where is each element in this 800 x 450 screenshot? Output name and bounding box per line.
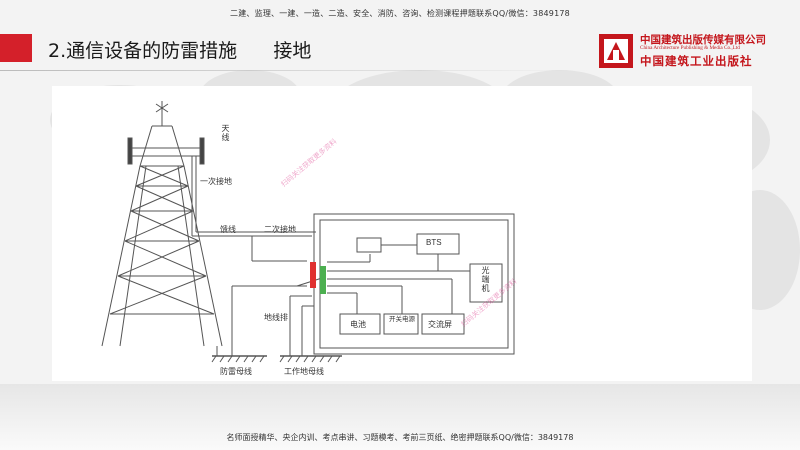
ground-bar-green bbox=[320, 266, 326, 294]
publisher-logo-icon bbox=[599, 34, 633, 68]
publisher-name-en: China Architecture Publishing & Media Co… bbox=[640, 45, 740, 51]
floor-gradient bbox=[0, 384, 800, 450]
title-accent-bar bbox=[0, 34, 32, 62]
bottom-banner: 名师面授精华、央企内训、考点串讲、习题模考、考前三页纸、绝密押题联系QQ/微信：… bbox=[226, 433, 574, 442]
title-divider bbox=[0, 70, 590, 71]
label-bts: BTS bbox=[426, 238, 442, 247]
label-battery: 电池 bbox=[350, 320, 366, 329]
label-switch-power: 开关电源 bbox=[389, 315, 415, 323]
label-lightning-busbar: 防雷母线 bbox=[220, 367, 252, 376]
publisher-name-cn: 中国建筑出版传媒有限公司 bbox=[640, 34, 766, 46]
publisher-imprint-cn: 中国建筑工业出版社 bbox=[640, 54, 753, 68]
label-secondary-ground: 二次接地 bbox=[264, 225, 296, 234]
ground-bar-red bbox=[310, 262, 316, 288]
label-antenna: 天线 bbox=[221, 124, 230, 142]
label-optical-terminal: 光端机 bbox=[481, 266, 490, 293]
grounding-diagram: 天线 一次接地 馈线 二次接地 BTS 光端机 地线排 电池 开关电源 交流屏 … bbox=[52, 86, 752, 381]
label-primary-ground: 一次接地 bbox=[200, 177, 232, 186]
diagram-drawing bbox=[101, 101, 515, 363]
label-working-ground-busbar: 工作地母线 bbox=[284, 367, 324, 376]
label-ground-bar: 地线排 bbox=[264, 313, 288, 322]
top-banner: 二建、监理、一建、一造、二造、安全、消防、咨询、检测课程押题联系QQ/微信：38… bbox=[230, 9, 570, 18]
label-ac-panel: 交流屏 bbox=[428, 320, 452, 329]
label-feeder: 馈线 bbox=[220, 225, 236, 234]
slide-title: 2.通信设备的防雷措施 接地 bbox=[48, 40, 312, 62]
